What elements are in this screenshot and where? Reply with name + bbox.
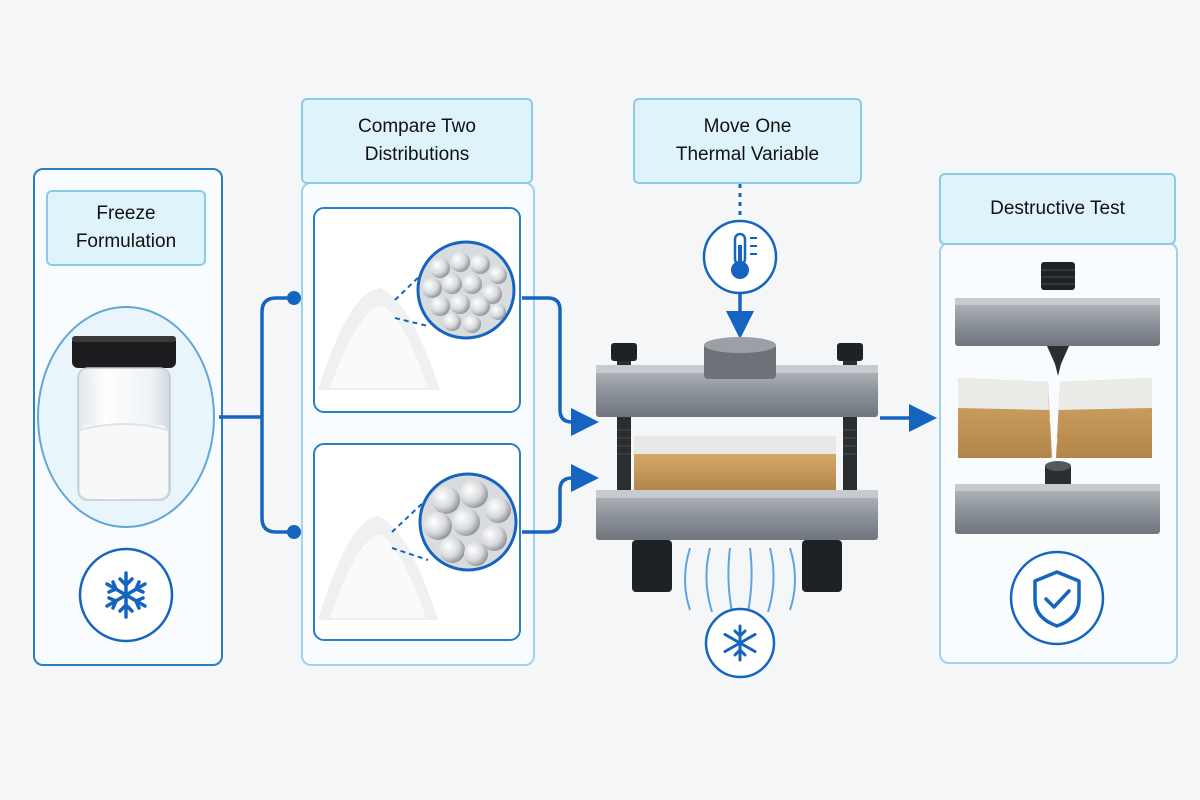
connector-fine-to-press — [522, 296, 599, 436]
distribution-card-coarse — [313, 443, 521, 641]
distribution-card-fine — [313, 207, 521, 413]
destructive-label: Destructive Test — [939, 173, 1176, 245]
branch-connector — [219, 296, 294, 534]
shield-check-icon — [1009, 550, 1105, 646]
branch-node-bottom — [287, 525, 301, 539]
freeze-label: Freeze Formulation — [46, 190, 206, 266]
connector-coarse-to-press — [522, 464, 599, 534]
press-image — [596, 337, 878, 613]
snowflake-icon — [78, 547, 174, 643]
thermal-label: Move One Thermal Variable — [633, 98, 862, 184]
destructive-test-image — [955, 262, 1160, 534]
freeze-jar-image — [37, 306, 215, 528]
fine-beads — [422, 252, 507, 333]
coarse-beads — [424, 480, 511, 566]
press-snowflake-icon — [704, 607, 776, 679]
thermometer-icon — [702, 219, 778, 295]
branch-node-top — [287, 291, 301, 305]
compare-label: Compare Two Distributions — [301, 98, 533, 184]
